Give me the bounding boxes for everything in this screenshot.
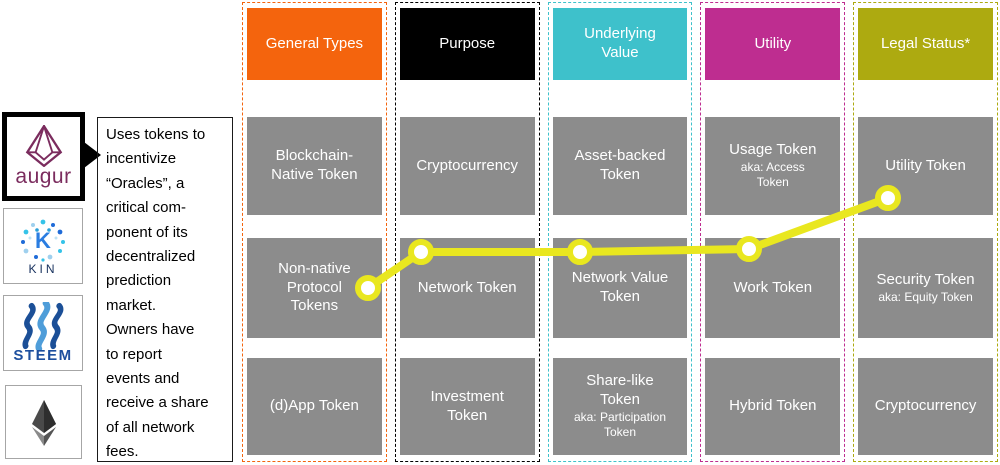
augur-callout-text: Uses tokens to incentivize “Oracles”, a … [97,117,233,462]
cell-title: Utility Token [885,156,966,174]
column-header-legal-status: Legal Status* [858,8,993,80]
cell-subtitle: aka: Participation Token [573,409,667,440]
augur-logo: augur [2,112,85,201]
column-header-purpose: Purpose [399,8,535,80]
column-header-general-types: General Types [247,8,382,80]
cell-title: Network Token [417,278,517,296]
svg-text:K: K [35,228,51,253]
column-underlying-value: Underlying Value Asset-backed Token Netw… [547,2,693,462]
classification-grid: General Types Blockchain- Native Token N… [242,2,998,462]
column-legal-status: Legal Status* Utility Token Security Tok… [853,2,998,462]
augur-gem-icon [25,124,62,167]
column-purpose: Purpose Cryptocurrency Network Token Inv… [394,2,540,462]
column-general-types: General Types Blockchain- Native Token N… [242,2,387,462]
cell-title: Investment Token [430,387,504,424]
cell-blockchain-native-token: Blockchain- Native Token [247,117,382,215]
cell-subtitle: aka: Equity Token [878,289,973,304]
cell-non-native-protocol-tokens: Non-native Protocol Tokens [247,238,382,338]
cell-investment-token: Investment Token [399,358,535,455]
cell-title: Asset-backed Token [574,147,666,183]
cell-hybrid-token: Hybrid Token [705,358,841,455]
ethereum-logo [5,385,82,459]
cell-dapp-token: (d)App Token [247,358,382,455]
cell-title: Usage Token [729,140,817,158]
steem-flames-icon [22,302,64,350]
column-header-utility: Utility [705,8,841,80]
cell-subtitle: aka: Access Token [740,159,805,190]
ethereum-diamond-icon [31,400,56,446]
cell-asset-backed-token: Asset-backed Token [552,117,688,215]
cell-network-value-token: Network Value Token [552,238,688,338]
callout-pointer-arrow [84,142,101,168]
cell-title: Cryptocurrency [416,156,519,174]
steem-wordmark: STEEM [13,347,73,364]
cell-cryptocurrency-legal: Cryptocurrency [858,358,993,455]
cell-title: Hybrid Token [729,397,817,415]
steem-logo: STEEM [3,295,83,371]
column-header-underlying-value: Underlying Value [552,8,688,80]
cell-title: Non-native Protocol Tokens [278,259,351,315]
cell-title: Blockchain- Native Token [271,147,358,183]
cell-network-token: Network Token [399,238,535,338]
augur-wordmark: augur [15,164,72,188]
kin-logo: K KIN [3,208,83,284]
cell-title: Share-like Token [586,372,654,408]
cell-title: Network Value Token [571,269,669,305]
cell-title: Security Token [876,270,975,288]
cell-usage-token: Usage Token aka: Access Token [705,117,841,215]
cell-work-token: Work Token [705,238,841,338]
kin-wordmark: KIN [28,261,58,276]
cell-title: Cryptocurrency [874,397,977,415]
cell-security-token: Security Token aka: Equity Token [858,238,993,338]
cell-utility-token: Utility Token [858,117,993,215]
cell-title: Work Token [733,278,813,296]
kin-dots-icon: K [21,219,65,262]
cell-cryptocurrency: Cryptocurrency [399,117,535,215]
cell-share-like-token: Share-like Token aka: Participation Toke… [552,358,688,455]
column-utility: Utility Usage Token aka: Access Token Wo… [700,2,846,462]
cell-title: (d)App Token [269,397,359,415]
